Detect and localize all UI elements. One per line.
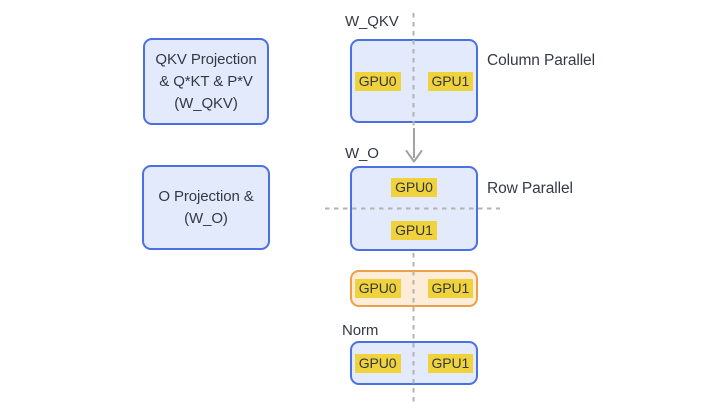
- norm-label: Norm: [342, 322, 379, 339]
- o-projection-line-2: (W_O): [184, 209, 228, 227]
- column-parallel-label: Column Parallel: [487, 52, 595, 69]
- wqkv-gpu0-chip: GPU0: [354, 71, 401, 91]
- replicated-result-box: GPU0 GPU1: [350, 270, 478, 307]
- wo-gpu-column: GPU0 GPU1: [352, 177, 476, 240]
- wo-row-parallel-box: GPU0 GPU1: [350, 166, 478, 251]
- down-arrow-icon: [405, 128, 423, 163]
- wo-weight-label: W_O: [345, 145, 379, 162]
- wqkv-gpu-row: GPU0 GPU1: [352, 71, 476, 91]
- wqkv-column-parallel-box: GPU0 GPU1: [350, 39, 478, 123]
- replicated-gpu0-chip: GPU0: [354, 279, 401, 298]
- replicated-gpu-row: GPU0 GPU1: [352, 279, 476, 298]
- o-projection-box-text: O Projection & (W_O): [158, 186, 253, 230]
- qkv-projection-line-3: (W_QKV): [174, 94, 238, 112]
- norm-gpu1-chip: GPU1: [427, 353, 474, 373]
- qkv-projection-box: QKV Projection & Q*KT & P*V (W_QKV): [143, 38, 269, 125]
- wo-gpu0-chip: GPU0: [391, 177, 437, 197]
- norm-gpu0-chip: GPU0: [354, 353, 401, 373]
- norm-box: GPU0 GPU1: [350, 341, 478, 385]
- qkv-projection-box-text: QKV Projection & Q*KT & P*V (W_QKV): [155, 49, 256, 115]
- wqkv-weight-label: W_QKV: [345, 13, 399, 30]
- wo-gpu1-chip: GPU1: [391, 220, 437, 240]
- o-projection-box: O Projection & (W_O): [142, 165, 270, 250]
- qkv-projection-line-2: & Q*KT & P*V: [159, 72, 253, 90]
- o-projection-line-1: O Projection &: [158, 187, 254, 205]
- replicated-gpu1-chip: GPU1: [427, 279, 474, 298]
- wqkv-gpu1-chip: GPU1: [427, 71, 474, 91]
- norm-gpu-row: GPU0 GPU1: [352, 353, 476, 373]
- row-parallel-label: Row Parallel: [487, 180, 573, 197]
- qkv-projection-line-1: QKV Projection: [155, 50, 257, 68]
